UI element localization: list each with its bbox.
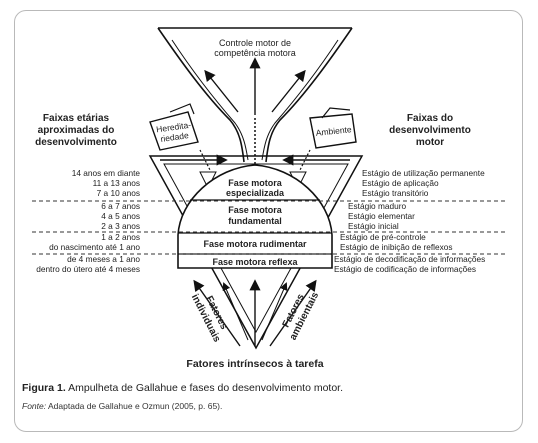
figure-title: Figura 1. Ampulheta de Gallahue e fases …	[22, 382, 502, 394]
top-left-arrow	[204, 69, 239, 113]
age-8: de 4 meses a 1 ano	[67, 254, 140, 264]
svg-text:Ambiente: Ambiente	[315, 124, 352, 138]
phase-reflexa: Fase motora reflexa	[212, 257, 298, 267]
stage-2: Estágio transitório	[362, 188, 429, 198]
age-4: 4 a 5 anos	[101, 211, 140, 221]
bottom-arrow-mid-left	[222, 282, 249, 341]
stage-0: Estágio de utilização permanente	[362, 168, 485, 178]
left-heading-line1: Faixas etárias	[43, 113, 110, 124]
hourglass-top-left-curve	[157, 27, 245, 163]
stage-4: Estágio elementar	[348, 211, 415, 221]
age-3: 6 a 7 anos	[101, 201, 140, 211]
hourglass-inner-left	[171, 39, 249, 161]
age-7: do nascimento até 1 ano	[49, 242, 140, 252]
stage-6: Estágio de pré-controle	[340, 232, 426, 242]
right-heading-line2: desenvolvimento	[389, 125, 471, 136]
phase-especializada-1: Fase motora	[228, 178, 283, 188]
stage-7: Estágio de inibição de reflexos	[340, 242, 453, 252]
age-0: 14 anos em diante	[72, 168, 141, 178]
hourglass-inner-right	[261, 39, 339, 161]
hourglass-top-right-curve	[265, 27, 353, 163]
age-1: 11 a 13 anos	[93, 178, 140, 188]
stage-8: Estágio de decodificação de informações	[334, 254, 485, 264]
top-label-line1: Controle motor de	[219, 38, 291, 48]
figure-caption: Figura 1. Ampulheta de Gallahue e fases …	[22, 382, 502, 411]
right-heading-line3: motor	[416, 137, 444, 148]
top-label-line2: competência motora	[214, 48, 296, 58]
bottom-arrow-mid-right	[261, 282, 288, 341]
stage-1: Estágio de aplicação	[362, 178, 439, 188]
left-heading-line3: desenvolvimento	[35, 137, 117, 148]
top-right-arrow	[271, 69, 306, 113]
age-2: 7 a 10 anos	[97, 188, 140, 198]
phase-rudimentar: Fase motora rudimentar	[203, 239, 307, 249]
age-6: 1 a 2 anos	[101, 232, 140, 242]
age-9: dentro do útero até 4 meses	[36, 264, 140, 274]
bottom-arrow-left	[193, 279, 241, 347]
svg-text:riedade: riedade	[160, 130, 190, 144]
source-label: Fonte:	[22, 401, 47, 411]
stage-5: Estágio inicial	[348, 221, 399, 231]
figure-label: Figura 1.	[22, 382, 66, 394]
stage-3: Estágio maduro	[348, 201, 406, 211]
phases-mound	[177, 164, 333, 269]
figure-text: Ampulheta de Gallahue e fases do desenvo…	[65, 382, 344, 394]
phase-fundamental-2: fundamental	[228, 216, 282, 226]
left-heading-line2: aproximadas do	[38, 125, 115, 136]
right-heading-line1: Faixas do	[407, 113, 453, 124]
environment-bucket: Ambiente	[309, 107, 357, 149]
svg-text:Heredita-: Heredita-	[156, 120, 192, 135]
source-text: Adaptada de Gallahue e Ozmun (2005, p. 6…	[46, 401, 223, 411]
figure-source: Fonte: Adaptada de Gallahue e Ozmun (200…	[22, 401, 502, 411]
heredity-bucket: Heredita- riedade	[149, 103, 199, 151]
bottom-arrow-right	[269, 279, 317, 347]
phase-fundamental-1: Fase motora	[228, 205, 283, 215]
age-5: 2 a 3 anos	[101, 221, 140, 231]
task-factors-label: Fatores intrínsecos à tarefa	[186, 358, 323, 370]
phase-especializada-2: especializada	[226, 188, 285, 198]
stage-9: Estágio de codificação de informações	[334, 264, 476, 274]
